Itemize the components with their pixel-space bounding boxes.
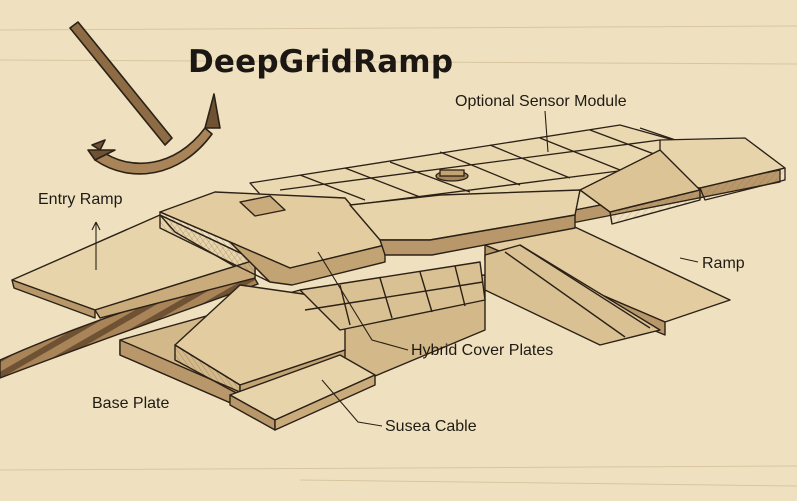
hybrid-cover-plates	[159, 149, 701, 286]
cable-rope	[0, 269, 260, 379]
sensor-module	[435, 169, 469, 182]
background-sand	[0, 25, 797, 487]
diagram-title: DeepGridRamp	[188, 44, 454, 80]
label-ramp: Ramp	[702, 255, 745, 272]
label-cable: Susea Cable	[385, 418, 477, 435]
anchor-icon	[69, 21, 221, 175]
label-entry-ramp: Entry Ramp	[38, 191, 123, 208]
leader-lines	[91, 110, 699, 427]
label-hybrid-cover-plates: Hybrid Cover Plates	[411, 342, 554, 359]
label-optional-sensor-module: Optional Sensor Module	[455, 93, 627, 110]
label-base-plate: Base Plate	[92, 395, 170, 412]
base-plate	[119, 261, 486, 431]
